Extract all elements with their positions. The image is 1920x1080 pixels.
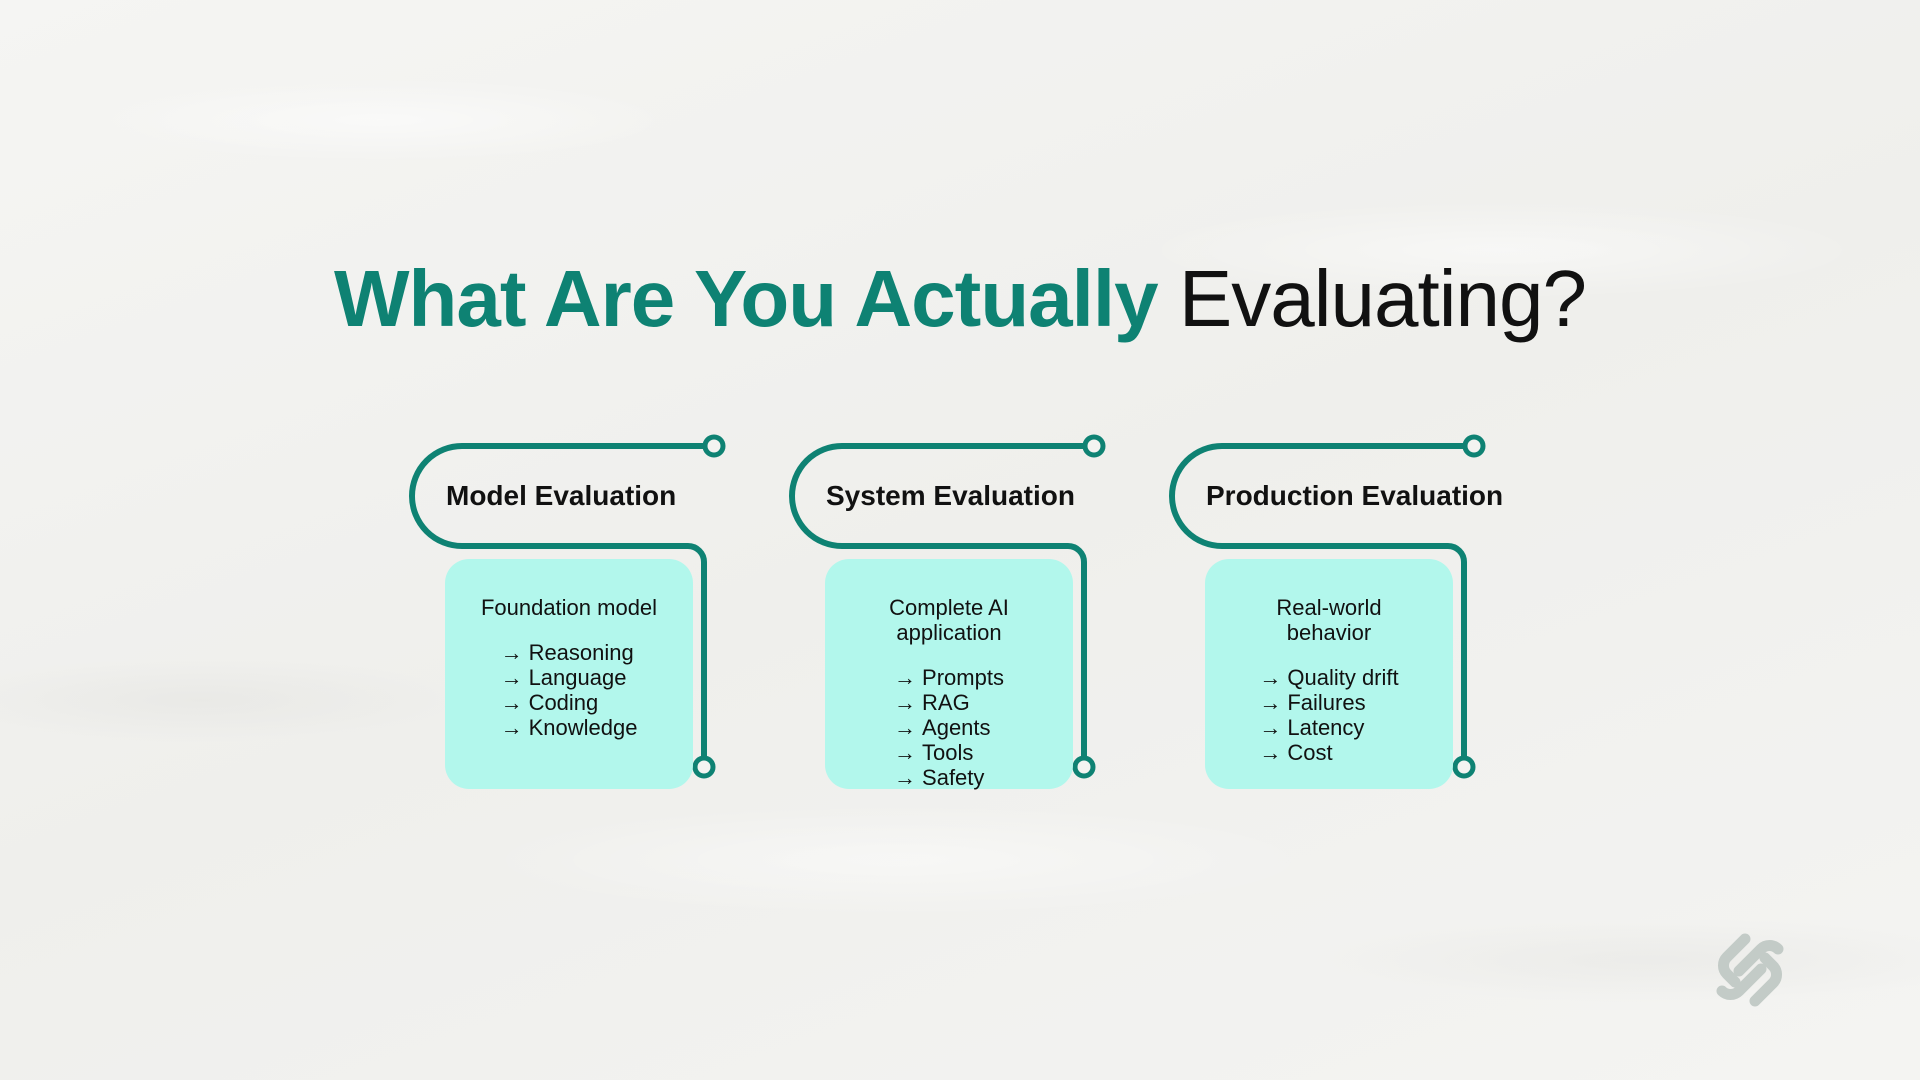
list-item: →Tools — [894, 740, 974, 765]
list-item: →Failures — [1259, 690, 1366, 715]
connector-system — [789, 434, 1106, 779]
title-accent: What Are You Actually — [334, 253, 1159, 343]
card-item-list: →Quality drift →Failures →Latency →Cost — [1259, 665, 1398, 765]
arrow-right-icon: → — [894, 765, 917, 790]
endpoint-dot — [692, 755, 716, 779]
arrow-right-icon: → — [1259, 715, 1282, 740]
card-subtitle: Real-world behavior — [1276, 595, 1382, 645]
card-subtitle: Foundation model — [480, 595, 658, 620]
chain-link-icon — [1716, 933, 1784, 1007]
arrow-right-icon: → — [500, 690, 523, 715]
endpoint-dot — [1452, 755, 1476, 779]
endpoint-dot — [702, 434, 726, 458]
arrow-right-icon: → — [500, 715, 523, 740]
list-item: →Knowledge — [500, 715, 638, 740]
endpoint-dot — [1462, 434, 1486, 458]
page-title: What Are You Actually Evaluating? — [0, 258, 1920, 339]
arrow-right-icon: → — [1259, 665, 1282, 690]
card-heading-system: System Evaluation — [826, 480, 1075, 511]
arrow-right-icon: → — [894, 665, 917, 690]
list-item: →Cost — [1259, 740, 1333, 765]
arrow-right-icon: → — [500, 640, 523, 665]
arrow-right-icon: → — [894, 690, 917, 715]
card-model: Foundation model →Reasoning →Language →C… — [445, 559, 693, 789]
card-system: Complete AI application →Prompts →RAG →A… — [825, 559, 1073, 790]
endpoint-dot — [1082, 434, 1106, 458]
list-item: →Language — [500, 665, 627, 690]
arrow-right-icon: → — [894, 715, 917, 740]
list-item: →Coding — [500, 690, 599, 715]
list-item: →RAG — [894, 690, 970, 715]
arrow-right-icon: → — [500, 665, 523, 690]
connector-production — [1169, 434, 1486, 779]
card-item-list: →Reasoning →Language →Coding →Knowledge — [501, 640, 638, 740]
card-production: Real-world behavior →Quality drift →Fail… — [1205, 559, 1453, 789]
endpoint-dot — [1072, 755, 1096, 779]
arrow-right-icon: → — [894, 740, 917, 765]
list-item: →Quality drift — [1259, 665, 1399, 690]
list-item: →Agents — [894, 715, 991, 740]
list-item: →Safety — [894, 765, 985, 790]
card-item-list: →Prompts →RAG →Agents →Tools →Safety — [894, 665, 1004, 790]
arrow-right-icon: → — [1259, 740, 1282, 765]
list-item: →Reasoning — [500, 640, 634, 665]
card-heading-production: Production Evaluation — [1206, 480, 1504, 511]
connector-model — [409, 434, 726, 779]
list-item: →Latency — [1259, 715, 1365, 740]
card-subtitle: Complete AI application — [889, 595, 1009, 645]
card-heading-model: Model Evaluation — [446, 480, 677, 511]
arrow-right-icon: → — [1259, 690, 1282, 715]
list-item: →Prompts — [894, 665, 1004, 690]
title-rest: Evaluating? — [1178, 253, 1587, 343]
